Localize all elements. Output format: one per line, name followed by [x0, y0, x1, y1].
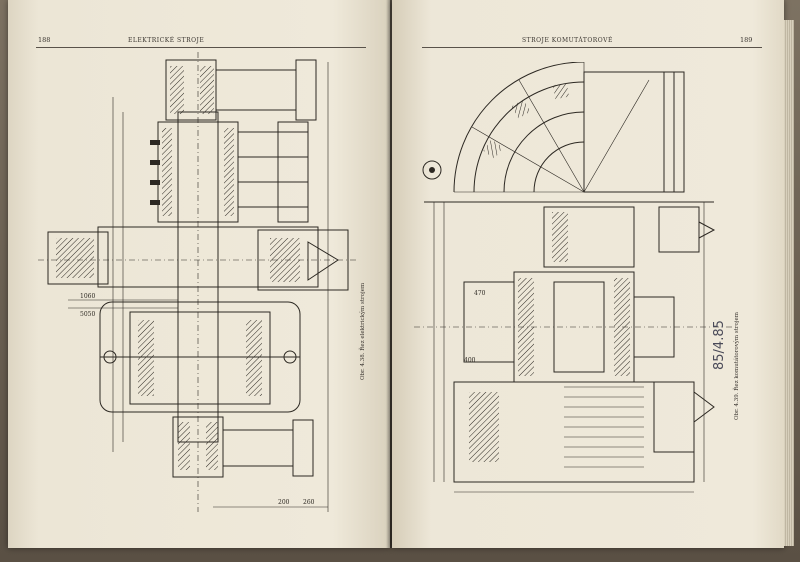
svg-text:400: 400 [464, 357, 476, 364]
left-technical-drawing: 200 260 1060 5050 [38, 52, 358, 512]
page-edges [784, 20, 794, 546]
left-page: 188 ELEKTRICKÉ STROJE [8, 0, 390, 548]
svg-text:1060: 1060 [80, 293, 95, 300]
pencil-annotation: 85/4.85 [712, 320, 727, 370]
left-header-rule [36, 47, 366, 48]
right-page-number: 189 [740, 36, 753, 44]
left-figure-caption: Obr. 4.38. Řez elektrickým strojem [360, 282, 366, 380]
svg-text:260: 260 [303, 499, 315, 506]
right-technical-drawing: 470 400 [414, 62, 734, 493]
left-running-head: ELEKTRICKÉ STROJE [128, 37, 205, 44]
svg-text:200: 200 [278, 499, 290, 506]
right-figure-caption: Obr. 4.39. Řez komutátorovým strojem [734, 311, 740, 420]
left-page-number: 188 [38, 36, 51, 44]
svg-text:470: 470 [474, 290, 486, 297]
right-running-head: STROJE KOMUTÁTOROVÉ [522, 37, 613, 44]
right-page: STROJE KOMUTÁTOROVÉ 189 [392, 0, 784, 548]
right-header-rule [422, 47, 762, 48]
svg-text:5050: 5050 [80, 311, 95, 318]
book-gutter [386, 0, 396, 548]
